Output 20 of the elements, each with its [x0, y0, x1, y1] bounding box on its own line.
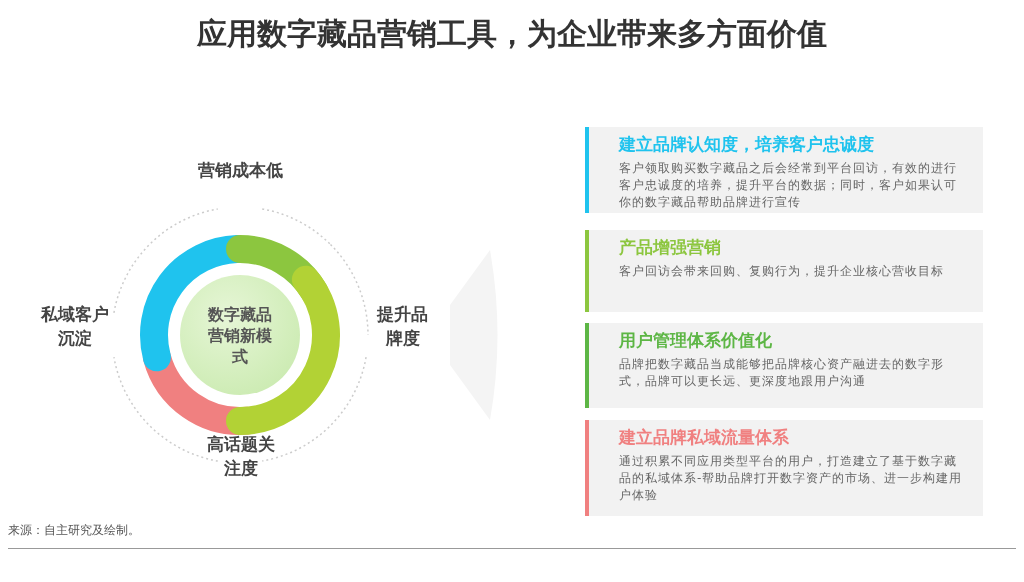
info-card	[585, 420, 983, 516]
card-text: 客户领取购买数字藏品之后会经常到平台回访，有效的进行客户忠诚度的培养，提升平台的数据；同时，客户如果认可你的数字藏品帮助品牌进行宣传	[619, 160, 958, 211]
ring-label: 营销成本低	[196, 159, 284, 182]
card-heading: 产品增强营销	[619, 236, 721, 259]
source-note: 来源：自主研究及绘制。	[8, 522, 140, 539]
card-heading: 用户管理体系价值化	[619, 329, 772, 352]
ring-label: 私域客户沉淀	[40, 303, 110, 350]
card-heading: 建立品牌私域流量体系	[619, 426, 789, 449]
card-text: 品牌把数字藏品当成能够把品牌核心资产融进去的数字形式，品牌可以更长远、更深度地跟用户沟通	[619, 356, 945, 390]
card-text: 通过积累不同应用类型平台的用户，打造建立了基于数字藏品的私域体系-帮助品牌打开数字资产的市场、进一步构建用户体验	[619, 453, 964, 504]
title: 应用数字藏品营销工具，为企业带来多方面价值	[196, 15, 828, 53]
center-circle	[180, 275, 300, 395]
center-text: 数字藏品营销新模式	[208, 303, 272, 367]
card-text: 客户回访会带来回购、复购行为，提升企业核心营收目标	[619, 263, 945, 280]
card-heading: 建立品牌认知度，培养客户忠诚度	[619, 133, 874, 156]
ring-label: 提升品牌度	[376, 303, 429, 350]
info-card	[585, 230, 983, 312]
ring-label: 高话题关注度	[206, 433, 276, 480]
info-card	[585, 323, 983, 408]
info-card	[585, 127, 983, 213]
